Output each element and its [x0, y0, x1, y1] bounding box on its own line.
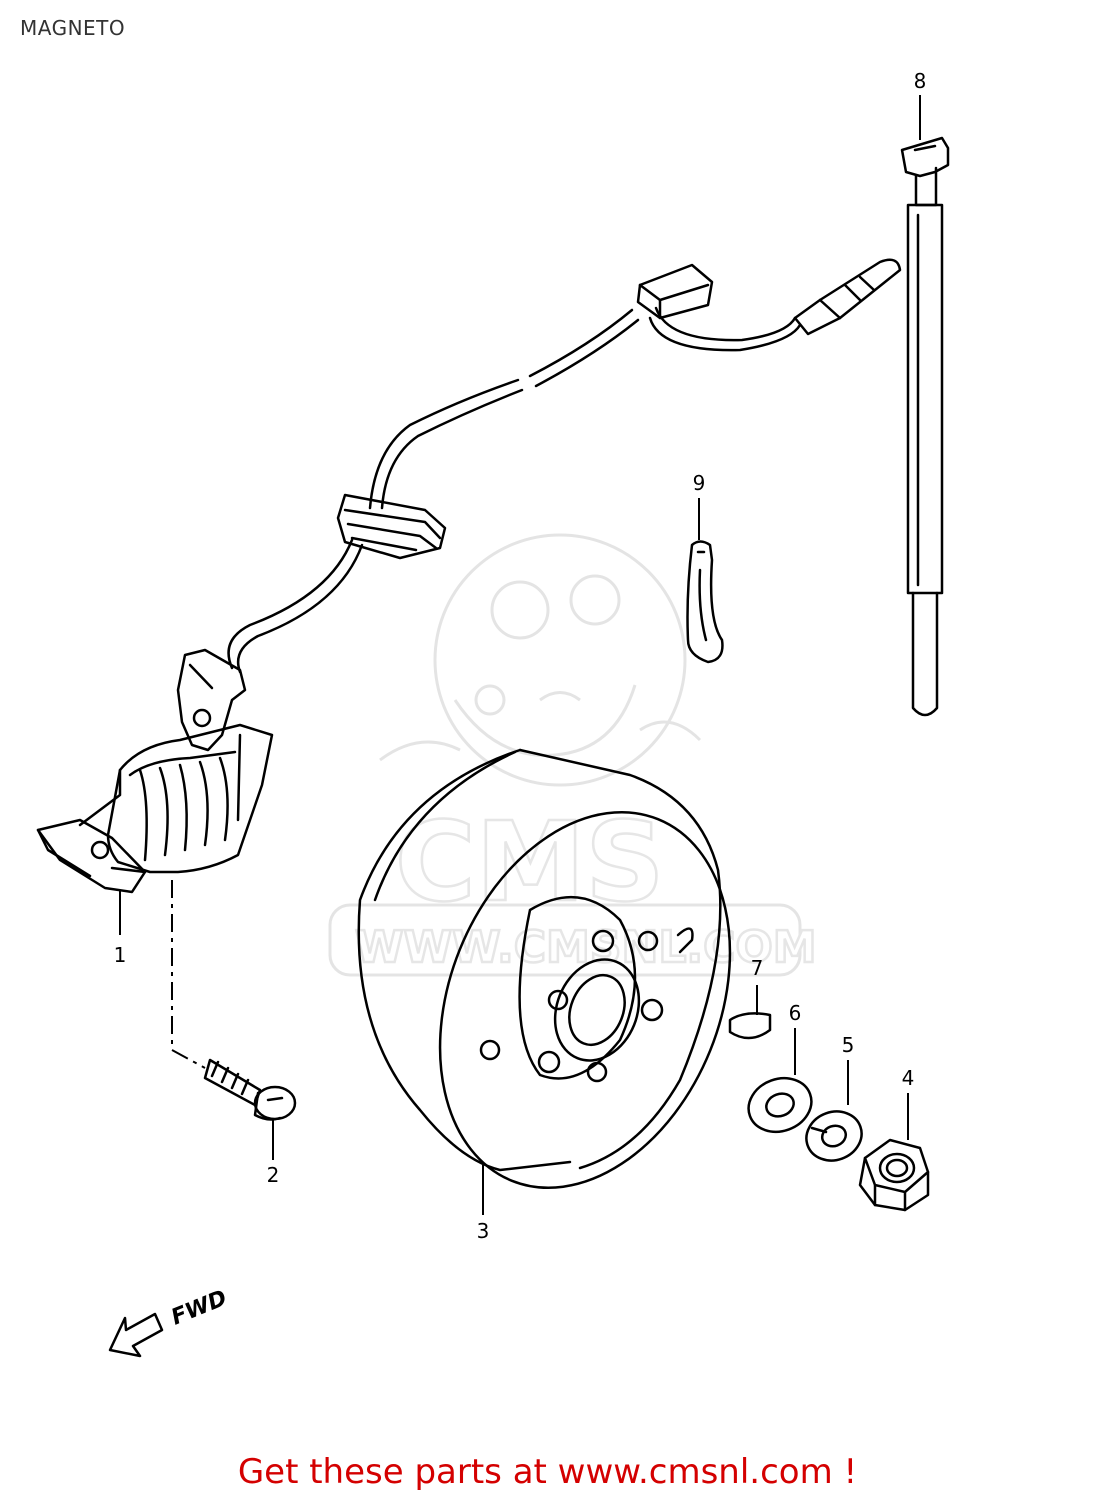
- callout-3: 3: [477, 1219, 490, 1243]
- callout-5: 5: [842, 1033, 855, 1057]
- fwd-label: FWD: [168, 1286, 231, 1331]
- woodruff-key: [728, 1012, 772, 1040]
- sensor-lead: [793, 258, 902, 336]
- callout-2: 2: [267, 1163, 280, 1187]
- washer: [747, 1076, 813, 1134]
- wire-connector: [636, 263, 714, 320]
- hex-nut: [858, 1138, 930, 1212]
- leader-lines: [119, 95, 921, 1215]
- wire-grommet: [336, 493, 447, 560]
- mounting-screw: [203, 1058, 297, 1121]
- fwd-arrow-icon: [108, 1312, 164, 1358]
- clamp-strap: [900, 136, 950, 717]
- lock-washer: [805, 1110, 863, 1162]
- callout-4: 4: [902, 1066, 915, 1090]
- callout-7: 7: [751, 956, 764, 980]
- watermark-logo-text: CMS: [395, 798, 664, 926]
- callout-9: 9: [693, 471, 706, 495]
- cms-watermark: CMS WWW.CMSNL.COM: [328, 533, 818, 977]
- pulser-coil: [36, 648, 274, 894]
- callout-8: 8: [914, 69, 927, 93]
- page-title: MAGNETO: [20, 16, 126, 40]
- callouts: 8 9 1 2 3 7 6 5 4: [114, 69, 927, 1243]
- magneto-rotor: [357, 748, 732, 1189]
- footer-link[interactable]: Get these parts at www.cmsnl.com !: [237, 1452, 858, 1492]
- wire-clamp: [686, 540, 724, 664]
- callout-1: 1: [114, 943, 127, 967]
- wire-harness: [227, 306, 802, 674]
- callout-6: 6: [789, 1001, 802, 1025]
